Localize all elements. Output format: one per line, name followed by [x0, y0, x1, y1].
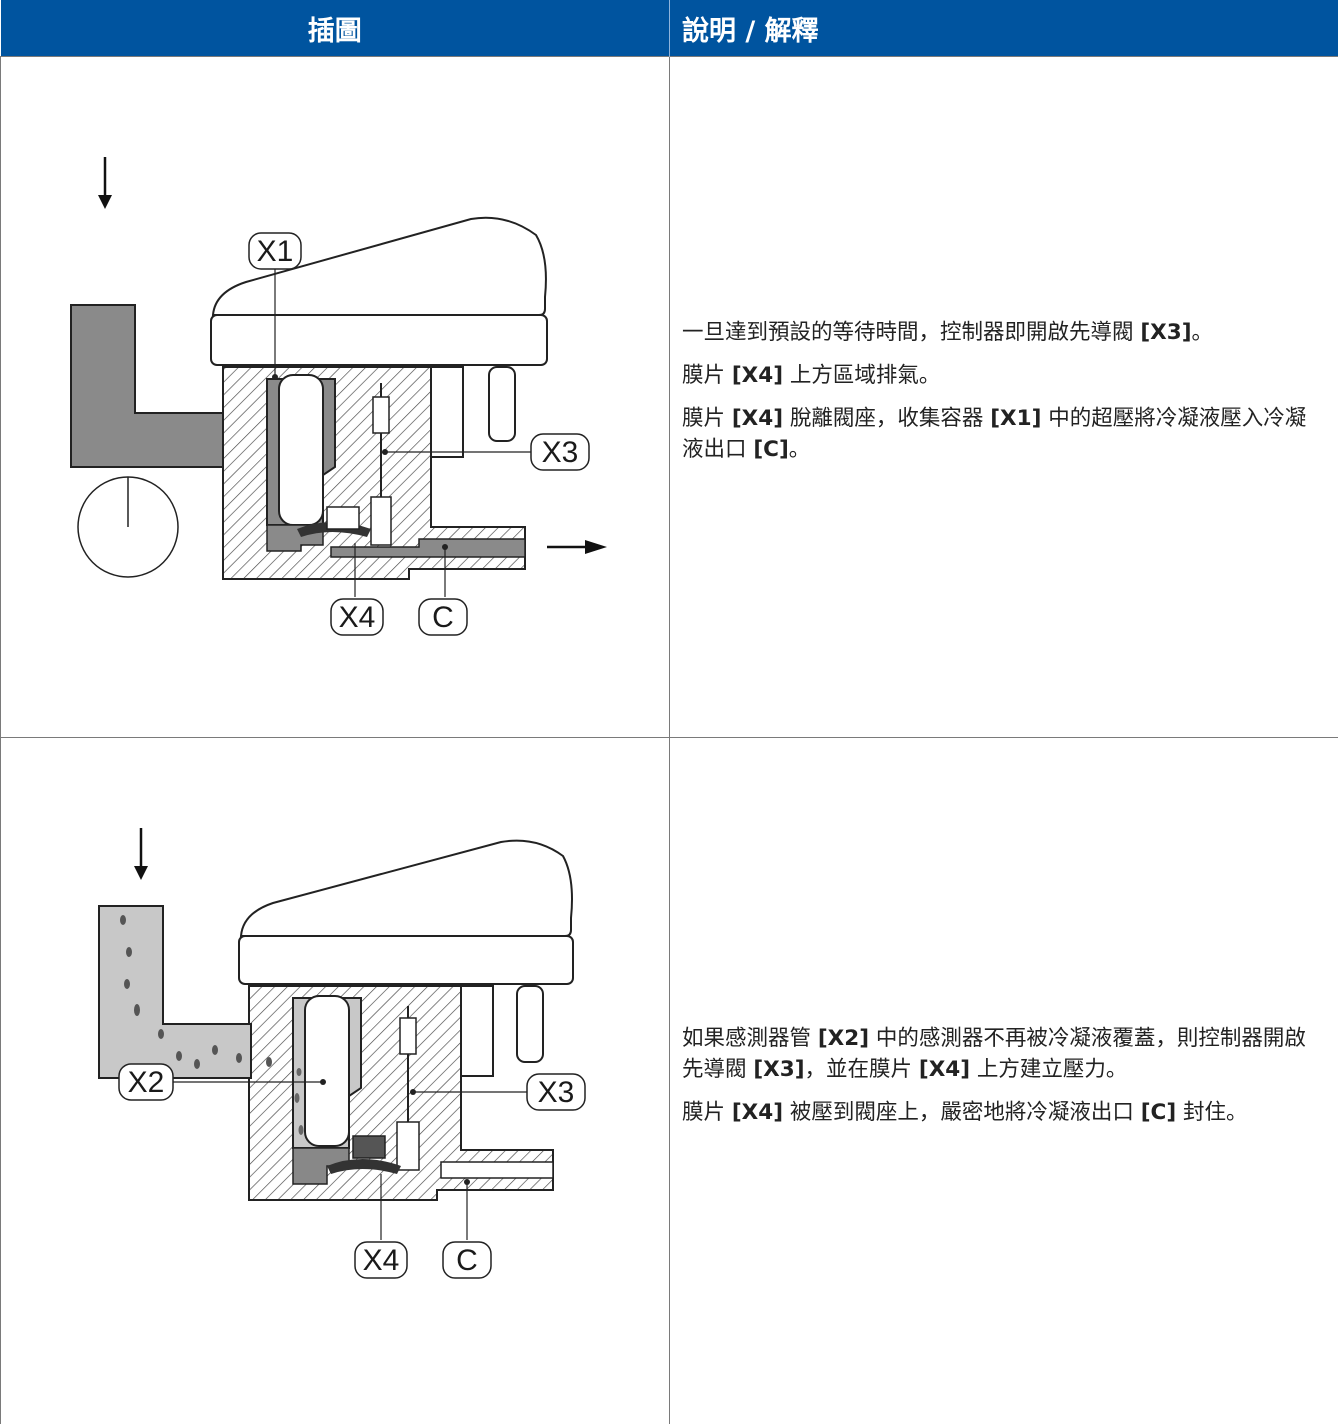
text-span: 膜片 — [682, 406, 732, 431]
drain-valve-diagram-open: X1 X3 X4 C — [70, 157, 607, 636]
inflow-arrow-icon — [134, 828, 148, 880]
text-span: 被壓到閥座上，嚴密地將冷凝液出口 — [783, 1099, 1141, 1125]
text-span: 封住。 — [1176, 1099, 1248, 1125]
label-x1: X1 — [257, 235, 294, 268]
description-paragraph: 膜片 [X4] 脫離閥座，收集容器 [X1] 中的超壓將冷凝液壓入冷凝液出口 [… — [682, 403, 1322, 465]
condensate-droplets — [120, 915, 272, 1069]
inflow-arrow-icon — [98, 157, 112, 209]
ref-x1: [X1] — [990, 406, 1042, 431]
description-paragraph: 如果感測器管 [X2] 中的感測器不再被冷凝液覆蓋，則控制器開啟先導閥 [X3]… — [682, 1023, 1322, 1085]
label-x2: X2 — [128, 1066, 165, 1099]
description-paragraph: 一旦達到預設的等待時間，控制器即開啟先導閥 [X3]。 — [682, 317, 1322, 348]
text-span: 中的超壓將冷凝液壓入冷凝液出口 — [682, 406, 1307, 462]
sensor-gauge-icon — [77, 476, 179, 578]
text-span: ，並在膜片 — [804, 1056, 919, 1082]
ref-c: [C] — [753, 437, 789, 462]
ref-c: [C] — [1140, 1099, 1177, 1125]
ref-x2: [X2] — [817, 1025, 870, 1051]
outlet-channel — [440, 1161, 554, 1179]
controller-cover — [211, 216, 547, 316]
text-span: 上方建立壓力。 — [970, 1056, 1128, 1082]
text-span: 如果感測器管 — [682, 1025, 818, 1051]
description-paragraph: 膜片 [X4] 被壓到閥座上，嚴密地將冷凝液出口 [C] 封住。 — [682, 1097, 1322, 1128]
table-row: X2 X3 X4 C 如果感測器管 [X2] 中的感測器不再被冷凝液覆蓋，則控制… — [0, 737, 1338, 1424]
inlet-pipe — [70, 304, 224, 468]
illustration-cell: X1 X3 X4 C — [0, 56, 670, 738]
ref-x3: [X3] — [753, 1056, 805, 1082]
table-row: X1 X3 X4 C 一旦達到預設的等待時間，控制器即開啟先導閥 [X3]。 膜… — [0, 56, 1338, 738]
controller-cover — [239, 839, 573, 937]
illustration-cell: X2 X3 X4 C — [0, 737, 670, 1424]
text-span: 。 — [1191, 320, 1214, 345]
text-span: 上方區域排氣。 — [783, 363, 941, 388]
label-x3: X3 — [542, 436, 579, 469]
ref-x4: [X4] — [731, 363, 784, 388]
inlet-pipe — [98, 905, 252, 1079]
ref-x4: [X4] — [918, 1056, 971, 1082]
text-span: 一旦達到預設的等待時間，控制器即開啟先導閥 — [682, 320, 1141, 345]
header-description: 說明 / 解釋 — [669, 0, 1338, 57]
ref-x4: [X4] — [731, 406, 784, 431]
table-header-row: 插圖 說明 / 解釋 — [0, 0, 1338, 57]
header-illustration: 插圖 — [0, 0, 670, 57]
text-span: 膜片 — [682, 363, 732, 388]
drain-valve-diagram-closed: X2 X3 X4 C — [98, 828, 586, 1279]
label-c: C — [432, 601, 454, 634]
text-span: 脫離閥座，收集容器 — [783, 406, 991, 431]
outlet-channel — [330, 538, 526, 558]
diaphragm — [327, 1159, 401, 1174]
text-span: 中的感測器不再被冷凝液覆蓋，則控制器開啟先導閥 — [682, 1025, 1306, 1082]
description-paragraph: 膜片 [X4] 上方區域排氣。 — [682, 360, 1322, 391]
ref-x4: [X4] — [731, 1099, 784, 1125]
outflow-arrow-icon — [547, 540, 607, 554]
description-cell: 如果感測器管 [X2] 中的感測器不再被冷凝液覆蓋，則控制器開啟先導閥 [X3]… — [669, 737, 1338, 1424]
text-span: 膜片 — [682, 1099, 732, 1125]
description-cell: 一旦達到預設的等待時間，控制器即開啟先導閥 [X3]。 膜片 [X4] 上方區域… — [669, 56, 1338, 738]
label-x3: X3 — [538, 1076, 575, 1109]
label-c: C — [456, 1244, 478, 1277]
label-x4: X4 — [339, 601, 376, 634]
ref-x3: [X3] — [1140, 320, 1192, 345]
label-x4: X4 — [363, 1244, 400, 1277]
text-span: 。 — [788, 437, 811, 462]
